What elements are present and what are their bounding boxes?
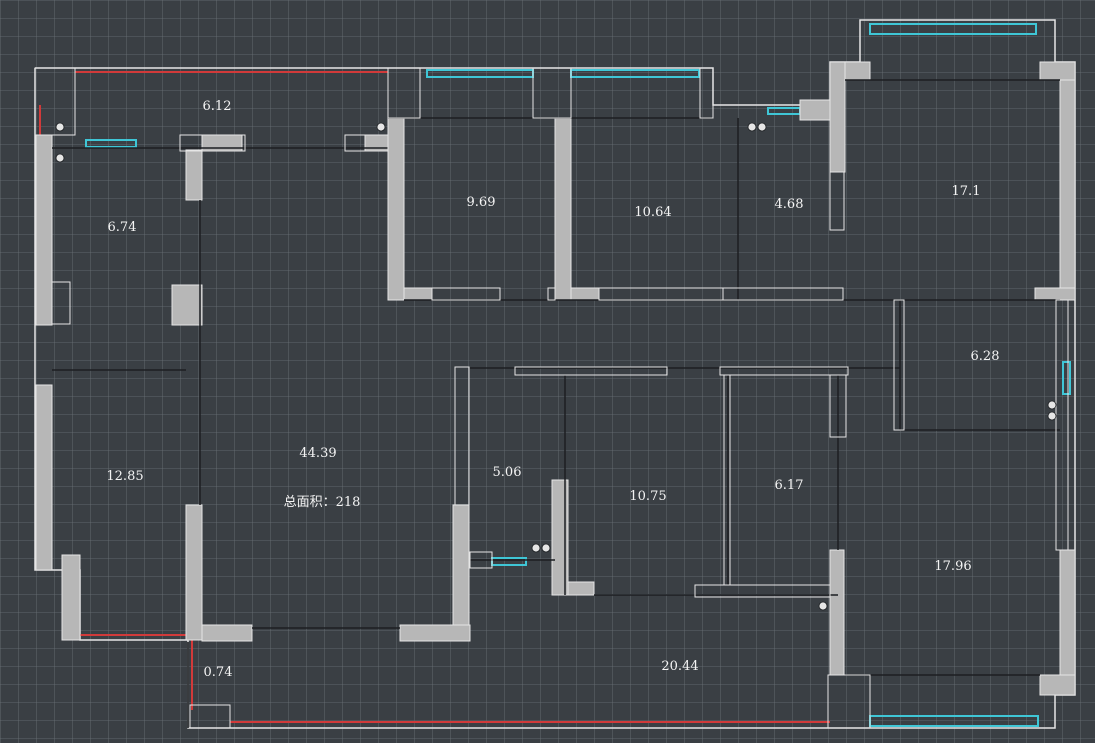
room-area-label: 12.85	[106, 469, 143, 484]
room-area-label: 9.69	[467, 195, 496, 210]
room-labels: 6.12 6.74 9.69 10.64 4.68 17.1 6.28 12.8…	[106, 99, 999, 680]
room-area-label: 17.1	[952, 184, 981, 199]
walls	[35, 61, 1076, 696]
exterior-red-lines	[39, 71, 830, 723]
room-area-label: 0.74	[204, 665, 233, 680]
socket-icon	[55, 122, 1057, 611]
room-area-label: 6.17	[775, 478, 804, 493]
room-area-label: 4.68	[775, 197, 804, 212]
room-area-label: 10.64	[634, 205, 671, 220]
room-area-label: 10.75	[629, 489, 666, 504]
total-area-label: 总面积：218	[284, 495, 361, 510]
openings	[34, 67, 1069, 729]
room-area-label: 20.44	[661, 659, 698, 674]
room-area-label: 44.39	[299, 446, 336, 461]
room-area-label: 5.06	[493, 465, 522, 480]
room-area-label: 6.74	[108, 220, 137, 235]
room-area-label: 6.12	[203, 99, 232, 114]
room-area-label: 17.96	[934, 559, 971, 574]
room-area-label: 6.28	[971, 349, 1000, 364]
